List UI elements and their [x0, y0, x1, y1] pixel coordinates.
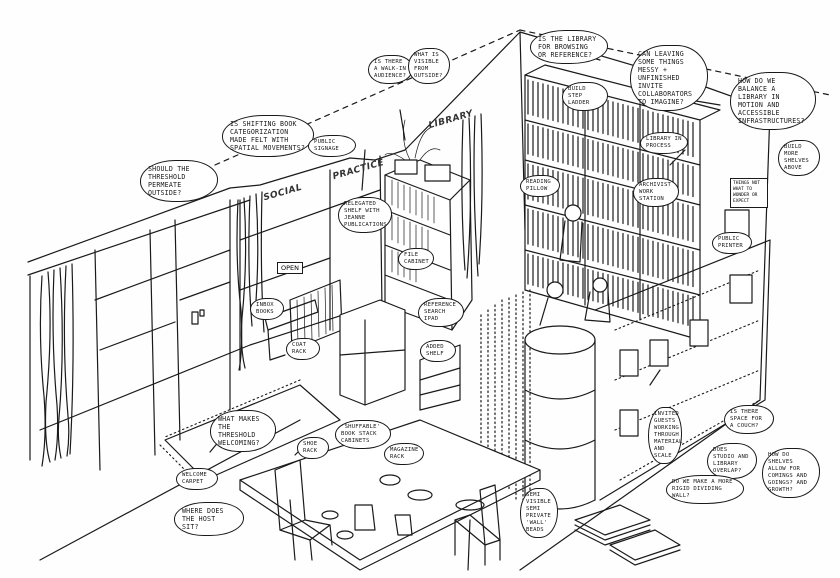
note-added-shelf: Added shelf [420, 340, 456, 362]
note-welcome-carpet: Welcome carpet [176, 468, 218, 490]
note-browsing-or-reference: Is the library for browsing or reference… [530, 30, 608, 64]
wall-top-edge [27, 31, 521, 263]
note-file-cabinet: File cabinet [398, 248, 434, 270]
note-public-printer: Public printer [712, 232, 752, 254]
note-space-for-couch: Is there space for a couch? [724, 405, 774, 434]
pegboard-divider [594, 209, 771, 501]
work-table [239, 419, 541, 571]
note-shifting-categorization: Is shifting book categorization made fel… [222, 115, 314, 157]
rotating-cylinder-shelf [524, 325, 596, 510]
note-semi-visible-walls: Semi visible semi private 'wall' beads [520, 488, 558, 538]
note-threshold-permeate: Should the threshold permeate outside? [140, 160, 218, 202]
note-shuffable-cabinets: 'Shuffable' book stack cabinets [335, 420, 391, 449]
note-reference-ipad: Reference search iPad [418, 298, 464, 327]
chair-front [454, 484, 501, 566]
note-shoe-rack: Shoe rack [297, 437, 329, 459]
note-library-in-process: Library in process [640, 132, 688, 154]
note-relegated-shelf: Relegated shelf with Jeanne publications [338, 197, 392, 233]
note-leaving-messy: Can leaving some things messy + unfinish… [630, 45, 708, 111]
note-threshold-welcoming: What makes the threshold welcoming? [210, 410, 276, 452]
note-visible-from-outside: What is visible from outside? [408, 48, 450, 84]
inbox-shelf [264, 299, 319, 361]
welcome-carpet-drawing [159, 379, 341, 486]
note-walk-in-audience: Is there a walk-in audience? [368, 55, 413, 84]
note-magazine-rack: Magazine rack [384, 443, 424, 465]
wall-poster: Things not what to wonder or expect [730, 178, 768, 208]
storefront-windows [29, 155, 383, 471]
paper-stacks [574, 504, 681, 566]
note-studio-library-overlap: Does studio and library overlap? [707, 443, 757, 479]
note-invited-guests: Invited guests working through material … [648, 407, 682, 464]
note-balance-library: How do we balance a library in motion an… [730, 72, 816, 130]
note-inbox-books: Inbox books [250, 298, 284, 320]
note-shelves-allow: How do shelves allow for comings and goi… [762, 448, 820, 498]
plant [384, 119, 441, 161]
note-public-signage: Public signage [308, 135, 356, 157]
note-coat-rack: Coat rack [286, 338, 320, 360]
people [539, 204, 611, 326]
shuffable-cabinets [339, 299, 461, 411]
note-host-sit: Where does the host sit? [174, 502, 244, 536]
sign-open: OPEN [277, 262, 304, 274]
note-build-more-shelves: Build more shelves above [778, 140, 820, 176]
chair-left [274, 459, 333, 561]
back-wall [519, 31, 526, 231]
note-reading-pillow: Reading pillow [520, 175, 560, 197]
note-archivist-station: Archivist work station [633, 178, 679, 207]
note-rigid-dividing-wall: Do we make a more rigid dividing wall? [666, 475, 744, 504]
note-step-ladder: Build step ladder [562, 82, 608, 111]
